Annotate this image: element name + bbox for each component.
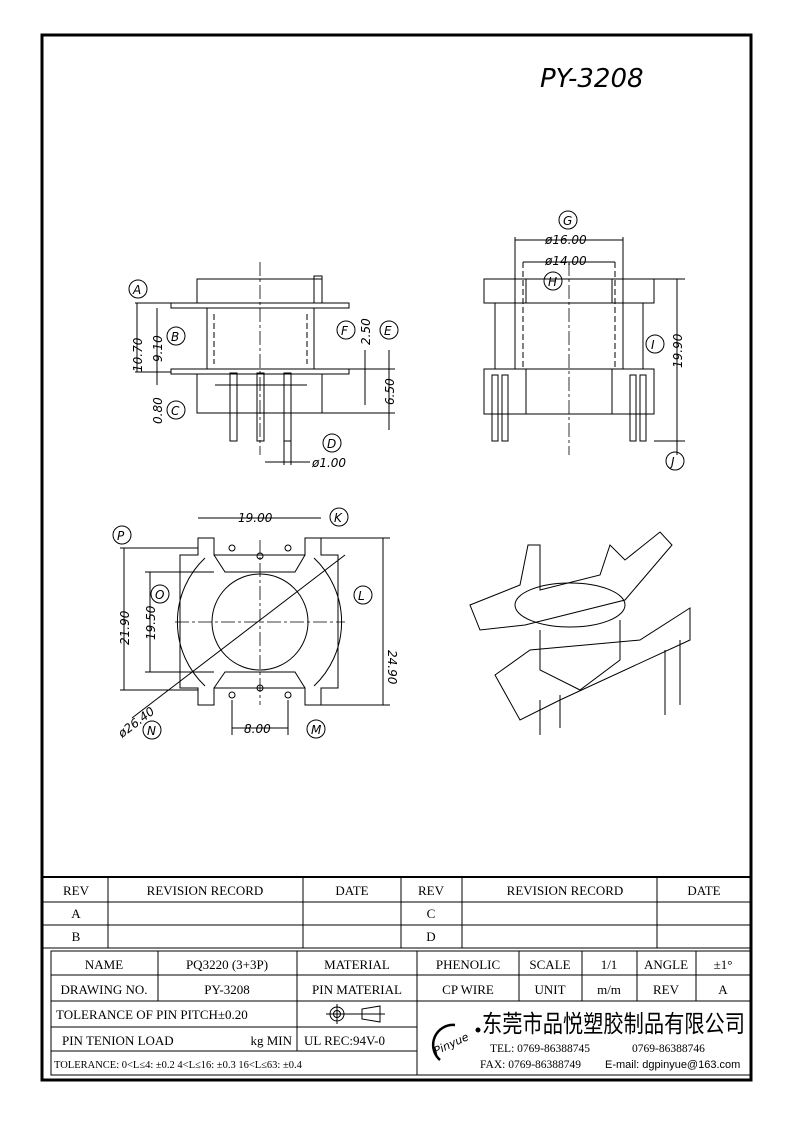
label-k: K [334, 511, 343, 525]
pin-load-label: PIN TENION LOAD [62, 1033, 174, 1048]
dim-10-70: 10.70 [131, 337, 145, 372]
label-b: B [171, 330, 179, 344]
rev-label: REV [653, 982, 680, 997]
logo-text: Pinyue [432, 1030, 471, 1057]
rev-header-2: REV [418, 883, 445, 898]
revision-record-header-2: REVISION RECORD [507, 883, 624, 898]
front-view [135, 262, 395, 465]
name-label: NAME [85, 957, 123, 972]
company-email: E-mail: dgpinyue@163.com [605, 1059, 740, 1071]
company-name: 东莞市品悦塑胶制品有限公司 [482, 1010, 745, 1038]
rev-d: D [426, 929, 435, 944]
angle-value: ±1° [714, 957, 733, 972]
name-value: PQ3220 (3+3P) [186, 957, 268, 972]
label-e: E [384, 324, 392, 338]
date-header-2: DATE [687, 883, 720, 898]
rev-b: B [72, 929, 81, 944]
dim-14-00: ø14.00 [544, 254, 587, 268]
dim-0-80: 0.80 [151, 397, 165, 424]
bottom-view [120, 517, 390, 735]
dim-16-00: ø16.00 [544, 233, 587, 247]
dim-pin-dia: ø1.00 [311, 456, 346, 470]
material-label: MATERIAL [324, 957, 390, 972]
drawing-title: PY-3208 [540, 64, 644, 94]
projection-symbol-icon [326, 1004, 385, 1024]
label-p: P [117, 529, 125, 543]
company-fax: FAX: 0769-86388749 [480, 1059, 581, 1071]
side-view [483, 237, 685, 455]
pin-material-label: PIN MATERIAL [312, 982, 402, 997]
label-j: J [669, 455, 675, 469]
label-g: G [563, 214, 572, 228]
label-l: L [358, 589, 365, 603]
label-d: D [327, 437, 336, 451]
scale-label: SCALE [529, 957, 570, 972]
company-tel-2: 0769-86388746 [632, 1043, 705, 1055]
label-n: N [147, 724, 156, 738]
pin-pitch-tolerance: TOLERANCE OF PIN PITCH±0.20 [56, 1007, 248, 1022]
dim-19-50: 19.50 [144, 605, 158, 640]
pin-load-unit: kg MIN [250, 1033, 292, 1048]
label-m: M [311, 723, 322, 737]
sheet-border [40, 33, 753, 1082]
label-c: C [171, 404, 180, 418]
company-tel: TEL: 0769-86388745 [490, 1043, 590, 1055]
rev-value: A [718, 982, 728, 997]
scale-value: 1/1 [601, 957, 618, 972]
dim-24-90: 24.90 [385, 650, 399, 685]
isometric-view [469, 531, 691, 735]
dim-21-90: 21.90 [118, 610, 132, 645]
dim-9-10: 9.10 [151, 335, 165, 362]
title-block: NAME PQ3220 (3+3P) MATERIAL PHENOLIC SCA… [50, 950, 753, 1076]
pin-material-value: CP WIRE [442, 982, 494, 997]
label-i: I [651, 338, 655, 352]
label-f: F [341, 324, 349, 338]
dim-2-50: 2.50 [359, 318, 373, 345]
dim-19-90: 19.90 [671, 333, 685, 368]
dim-6-50: 6.50 [383, 378, 397, 405]
label-h: H [548, 275, 557, 289]
date-header: DATE [335, 883, 368, 898]
revision-table: REV REVISION RECORD DATE REV REVISION RE… [42, 876, 751, 949]
rev-c: C [427, 906, 436, 921]
unit-value: m/m [597, 982, 621, 997]
general-tolerance: TOLERANCE: 0<L≤4: ±0.2 4<L≤16: ±0.3 16<L… [54, 1060, 303, 1071]
unit-label: UNIT [534, 982, 565, 997]
dim-8-00: 8.00 [244, 722, 271, 736]
label-o: O [155, 588, 164, 602]
drawing-no-value: PY-3208 [204, 982, 250, 997]
label-a: A [132, 283, 141, 297]
revision-record-header: REVISION RECORD [147, 883, 264, 898]
rev-header: REV [63, 883, 90, 898]
material-value: PHENOLIC [436, 957, 500, 972]
rev-a: A [71, 906, 81, 921]
ul-rating: UL REC:94V-0 [304, 1033, 385, 1048]
drawing-no-label: DRAWING NO. [60, 982, 147, 997]
company-logo: Pinyue [432, 1023, 481, 1061]
angle-label: ANGLE [644, 957, 688, 972]
dim-19-00: 19.00 [238, 511, 273, 525]
